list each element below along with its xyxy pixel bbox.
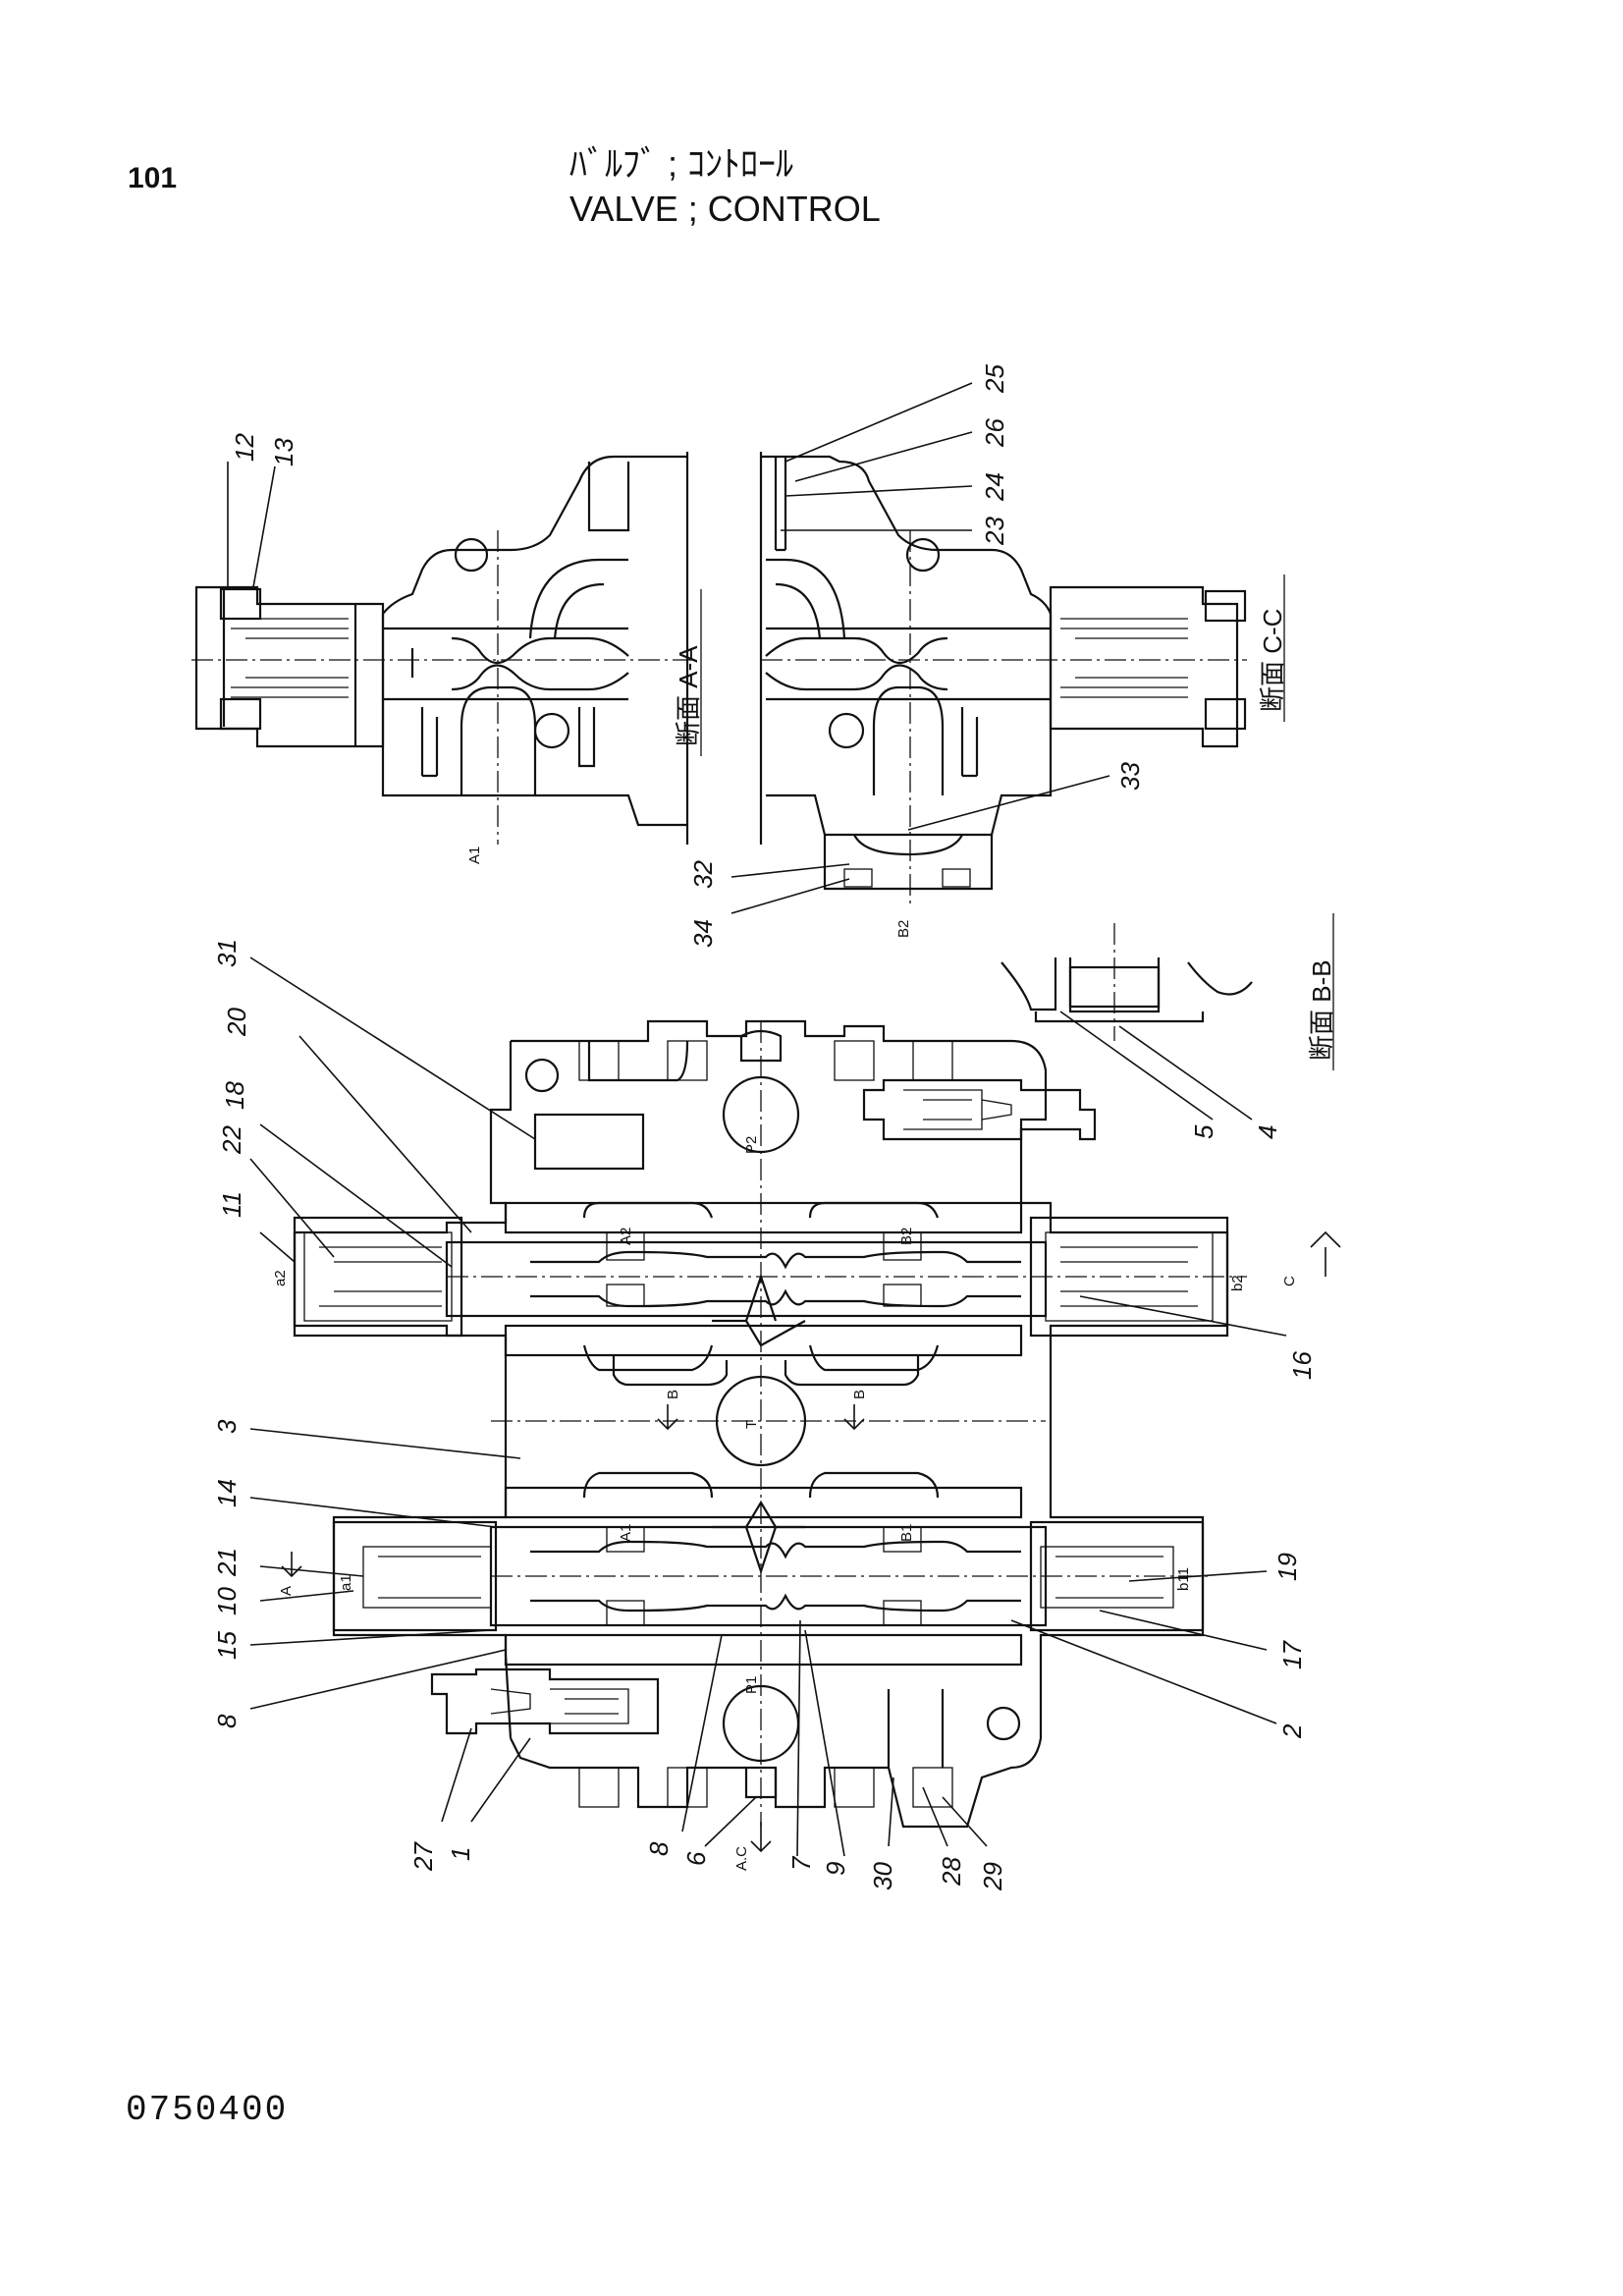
port-label-a1-aa: A1 [466, 847, 483, 864]
port-label-a1-small: a1 [338, 1574, 354, 1591]
port-label-b2-cc: B2 [895, 920, 912, 938]
callout-34: 34 [688, 919, 718, 948]
callout-9: 9 [821, 1862, 850, 1876]
callout-19: 19 [1272, 1553, 1302, 1581]
section-title-cc: 断面 C-C [1258, 609, 1287, 712]
section-cc-view [759, 452, 1247, 903]
callout-1: 1 [446, 1847, 475, 1861]
leader-lines [227, 382, 1341, 1857]
port-label-c: C [1281, 1276, 1298, 1286]
port-label-a: A [278, 1586, 295, 1596]
port-label-b-right: B [851, 1390, 868, 1399]
page-number: 101 [128, 162, 178, 194]
callout-4: 4 [1253, 1125, 1282, 1139]
port-label-b2-small: b2 [1229, 1275, 1246, 1291]
callout-21: 21 [212, 1548, 242, 1577]
callout-32: 32 [688, 860, 718, 889]
port-label-b2: B2 [898, 1228, 915, 1245]
callout-8-left: 8 [212, 1714, 242, 1728]
callout-26: 26 [980, 418, 1009, 448]
callout-11: 11 [217, 1191, 246, 1218]
port-label-p1: P1 [743, 1676, 760, 1694]
port-label-b1-small: b11 [1175, 1567, 1192, 1591]
port-label-b-left: B [665, 1390, 681, 1399]
callout-22: 22 [217, 1125, 246, 1155]
callout-28: 28 [937, 1857, 966, 1886]
callout-2: 2 [1277, 1723, 1307, 1739]
callout-30: 30 [868, 1862, 897, 1890]
callout-7: 7 [786, 1855, 816, 1871]
callout-3: 3 [212, 1419, 242, 1434]
port-label-b1: B1 [898, 1524, 915, 1542]
callout-10: 10 [212, 1587, 242, 1615]
callout-17: 17 [1277, 1640, 1307, 1669]
main-valve-view [293, 1019, 1247, 1829]
port-labels: A1 B2 P2 A2 B2 a2 b2 C T B B A1 B1 a1 b1… [272, 847, 1298, 1871]
callout-18: 18 [220, 1081, 249, 1110]
document-number: 0750400 [126, 2090, 289, 2130]
callout-15: 15 [212, 1631, 242, 1660]
section-bb-view [1001, 923, 1253, 1041]
port-label-ac: A.C [733, 1846, 750, 1871]
port-label-a2-small: a2 [272, 1270, 289, 1286]
callout-23: 23 [980, 517, 1009, 546]
port-label-a2: A2 [618, 1228, 634, 1245]
callout-14: 14 [212, 1479, 242, 1507]
callout-6: 6 [681, 1851, 711, 1866]
callout-numbers: 12 13 25 26 24 23 33 32 34 31 20 18 22 1… [212, 364, 1317, 1891]
port-label-a1: A1 [618, 1524, 634, 1542]
callout-25: 25 [980, 364, 1009, 394]
section-aa-view [191, 452, 692, 845]
title-english: VALVE ; CONTROL [569, 189, 881, 229]
callout-29: 29 [978, 1862, 1007, 1891]
callout-8-bottom: 8 [644, 1841, 674, 1856]
callout-13: 13 [269, 438, 298, 466]
port-label-p2: P2 [743, 1136, 760, 1154]
section-title-aa: 断面 A-A [674, 645, 703, 746]
section-titles: 断面 A-A 断面 C-C 断面 B-B [674, 574, 1336, 1070]
callout-31: 31 [212, 939, 242, 967]
callout-16: 16 [1287, 1351, 1317, 1380]
title-japanese: ﾊﾞﾙﾌﾞ ; ｺﾝﾄﾛｰﾙ [569, 143, 794, 184]
section-title-bb: 断面 B-B [1307, 959, 1336, 1061]
callout-33: 33 [1115, 762, 1145, 791]
callout-20: 20 [222, 1008, 251, 1037]
callout-27: 27 [408, 1841, 438, 1872]
port-label-t: T [743, 1420, 760, 1429]
callout-12: 12 [230, 433, 259, 462]
callout-5: 5 [1189, 1124, 1218, 1139]
callout-24: 24 [980, 472, 1009, 502]
